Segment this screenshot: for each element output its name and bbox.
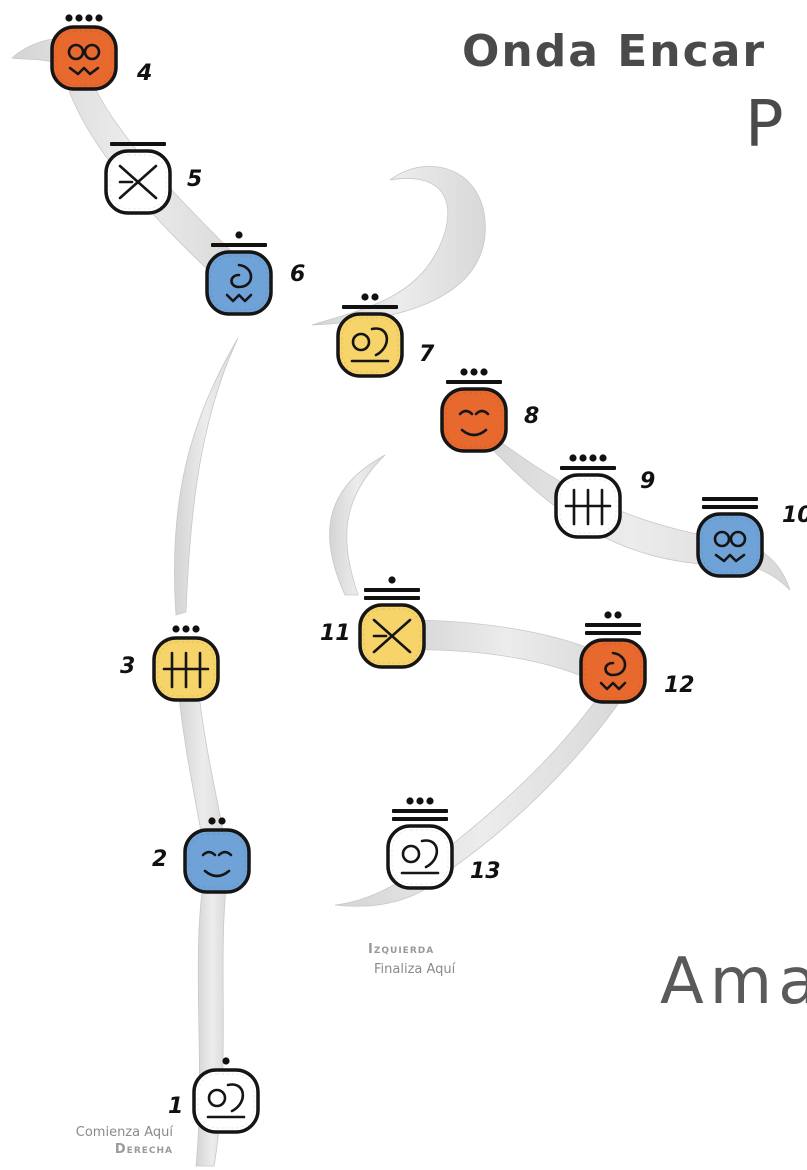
number-dot: [599, 454, 607, 462]
long-face-glyph-icon: [372, 618, 412, 654]
number-dot: [361, 293, 369, 301]
glyph-number-label: 7: [419, 342, 435, 367]
number-bar: [702, 497, 758, 501]
glyph-number-label: 12: [664, 673, 695, 698]
number-dot: [235, 231, 243, 239]
spiral-glyph-icon: [350, 327, 390, 363]
glyph-body: [183, 828, 251, 894]
glyph-11: 11: [320, 576, 426, 669]
glyph-number-label: 4: [136, 61, 152, 86]
number-dot: [182, 625, 190, 633]
number-bar: [585, 623, 641, 627]
number-dot: [85, 14, 93, 22]
number-bar: [446, 380, 502, 384]
number-bar: [364, 588, 420, 592]
monkey-face-glyph-icon: [162, 651, 210, 689]
glyph-10: 10: [696, 497, 807, 578]
glyph-13: 13: [386, 797, 501, 890]
number-dot: [416, 797, 424, 805]
eye-face-glyph-icon: [225, 263, 253, 303]
end-direction: Izquierda: [368, 942, 435, 957]
number-dot: [426, 797, 434, 805]
glyph-9: 9: [554, 454, 655, 539]
glyph-number-label: 13: [470, 859, 501, 884]
number-bar: [211, 243, 267, 247]
glyph-body: [50, 25, 118, 91]
glyph-6: 6: [205, 231, 305, 316]
glyph-4: 4: [50, 14, 152, 91]
glyph-body: [205, 250, 273, 316]
sleeping-face-glyph-icon: [118, 164, 158, 200]
number-dot: [470, 368, 478, 376]
number-dot: [388, 576, 396, 584]
number-dot: [172, 625, 180, 633]
glyph-8: 8: [440, 368, 539, 453]
number-dot: [371, 293, 379, 301]
jaguar-hand-glyph-icon: [206, 1083, 246, 1119]
number-bar: [342, 305, 398, 309]
glyph-number-label: 11: [320, 621, 351, 646]
number-dot: [589, 454, 597, 462]
face-glyph-icon: [201, 850, 233, 878]
number-bar: [585, 631, 641, 635]
number-bar: [560, 466, 616, 470]
title-line-1: Onda Encar: [462, 26, 767, 77]
band-7-loop: [311, 166, 486, 326]
band-3-6: [174, 337, 239, 616]
number-bar: [364, 596, 420, 600]
glyph-3: 3: [120, 625, 220, 702]
glyph-7: 7: [336, 293, 435, 378]
number-dot: [192, 625, 200, 633]
glyph-number-label: 8: [524, 404, 539, 429]
square-spiral-glyph-icon: [713, 530, 747, 563]
drum-glyph-icon: [599, 651, 627, 691]
glyph-number-label: 1: [168, 1094, 183, 1119]
crossed-glyph-icon: [564, 488, 612, 526]
double-spiral-glyph-icon: [458, 409, 490, 437]
number-dot: [480, 368, 488, 376]
tongue-face-glyph-icon: [400, 839, 440, 875]
glyph-number-label: 9: [640, 469, 655, 494]
number-dot: [95, 14, 103, 22]
number-bar: [392, 809, 448, 813]
number-bar: [702, 505, 758, 509]
number-dot: [75, 14, 83, 22]
number-dot: [406, 797, 414, 805]
glyph-body: [579, 638, 647, 704]
number-dot: [218, 817, 226, 825]
number-dot: [222, 1057, 230, 1065]
number-bar: [110, 142, 166, 146]
glyph-body: [696, 512, 764, 578]
number-dot: [460, 368, 468, 376]
glyph-2: 2: [152, 817, 251, 894]
number-bar: [392, 817, 448, 821]
glyph-number-label: 2: [152, 847, 167, 872]
glyph-number-label: 3: [120, 654, 135, 679]
number-dot: [208, 817, 216, 825]
glyph-1: 1: [168, 1057, 260, 1134]
title-line-3: Ama: [660, 945, 807, 1019]
number-dot: [65, 14, 73, 22]
number-dot: [569, 454, 577, 462]
glyph-number-label: 10: [782, 503, 807, 528]
title-line-2: P: [745, 88, 787, 162]
glyph-number-label: 5: [187, 167, 202, 192]
glyph-body: [440, 387, 508, 453]
start-direction: Derecha: [114, 1142, 173, 1157]
glyph-number-label: 6: [290, 262, 305, 287]
house-glyph-icon: [67, 43, 101, 76]
number-dot: [604, 611, 612, 619]
glyph-layer: 12345678910111213: [50, 14, 807, 1134]
glyph-5: 5: [104, 142, 202, 215]
number-dot: [614, 611, 622, 619]
number-dot: [579, 454, 587, 462]
start-hint: Comienza Aquí: [75, 1125, 173, 1140]
end-hint: Finaliza Aquí: [374, 962, 456, 977]
band-11-loop: [329, 454, 386, 596]
glyph-12: 12: [579, 611, 695, 704]
